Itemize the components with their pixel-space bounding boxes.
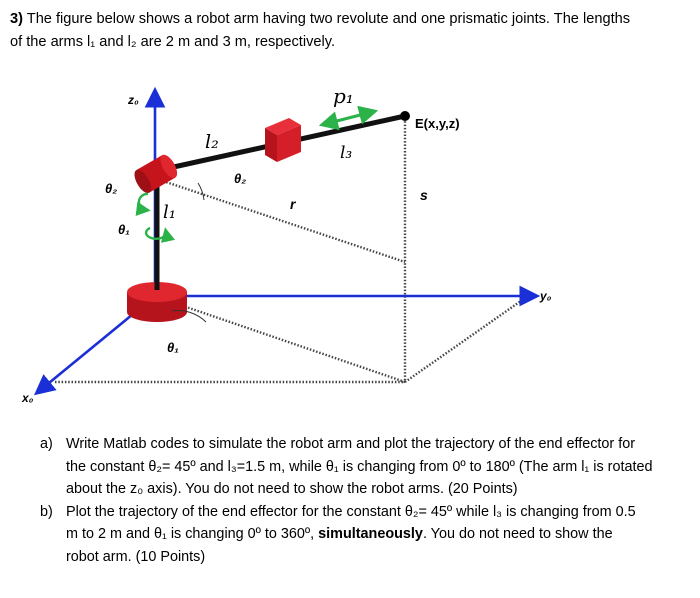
intro-text-1: The figure below shows a robot arm havin… <box>26 11 631 27</box>
intro-line-2: of the arms l₁ and l₂ are 2 m and 3 m, r… <box>10 34 336 50</box>
theta1-upper-label: θ₁ <box>118 222 130 237</box>
question-a-line-1: Write Matlab codes to simulate the robot… <box>66 436 635 452</box>
question-list: a) Write Matlab codes to simulate the ro… <box>40 433 688 568</box>
theta2-arc <box>197 182 205 201</box>
question-a-line-2: the constant θ₂= 45º and l₃=1.5 m, while… <box>66 458 653 475</box>
question-a-label: a) <box>40 436 53 452</box>
question-b-label: b) <box>40 503 53 520</box>
question-b-line-2: m to 2 m and θ₁ is changing 0º to 360º, … <box>66 523 688 546</box>
theta2-rotation-arrow <box>135 192 151 216</box>
p1-double-arrow <box>318 105 379 131</box>
l1-label: l₁ <box>163 202 176 223</box>
question-a-line-3: about the z₀ axis). You do not need to s… <box>66 481 518 497</box>
r-label: r <box>290 196 297 212</box>
p1-label: p₁ <box>333 84 354 108</box>
problem-intro: 3) The figure below shows a robot arm ha… <box>10 8 690 54</box>
theta2-mid-label: θ₂ <box>234 171 246 186</box>
question-a: a) Write Matlab codes to simulate the ro… <box>40 433 688 501</box>
s-label: s <box>420 187 428 203</box>
question-b-line-2-post: . You do not need to show the <box>422 526 613 542</box>
theta2-left-label: θ₂ <box>105 181 117 196</box>
z-axis-label: z₀ <box>127 93 139 107</box>
theta1-lower-label: θ₁ <box>167 340 179 355</box>
x-axis-label: x₀ <box>21 391 34 405</box>
robot-arm-figure: z₀ y₀ x₀ l₂ l₃ l₁ p₁ E(x,y,z) s r θ₂ θ₂ … <box>21 84 552 405</box>
theta1-arc <box>171 310 207 323</box>
end-effector-label: E(x,y,z) <box>415 116 460 131</box>
y-axis-label: y₀ <box>539 289 552 303</box>
base-joint <box>127 282 187 322</box>
question-b: b) Plot the trajectory of the end effect… <box>40 501 688 569</box>
end-effector-dot <box>400 111 410 121</box>
question-b-line-1: Plot the trajectory of the end effector … <box>66 503 636 520</box>
l2-label: l₂ <box>205 131 219 153</box>
question-b-line-2-pre: m to 2 m and θ₁ is changing 0º to 360º, <box>66 526 319 542</box>
question-b-line-3: robot arm. (10 Points) <box>66 548 206 565</box>
dotted-construction-lines <box>55 118 529 384</box>
prismatic-joint <box>265 118 301 162</box>
question-b-emphasis: simultaneously <box>318 526 423 542</box>
problem-number: 3) <box>10 11 23 27</box>
shoulder-joint <box>134 154 178 194</box>
theta1-rotation-arrow <box>144 226 176 243</box>
intro-line-1: 3) The figure below shows a robot arm ha… <box>10 8 690 31</box>
l3-label: l₃ <box>340 143 352 163</box>
